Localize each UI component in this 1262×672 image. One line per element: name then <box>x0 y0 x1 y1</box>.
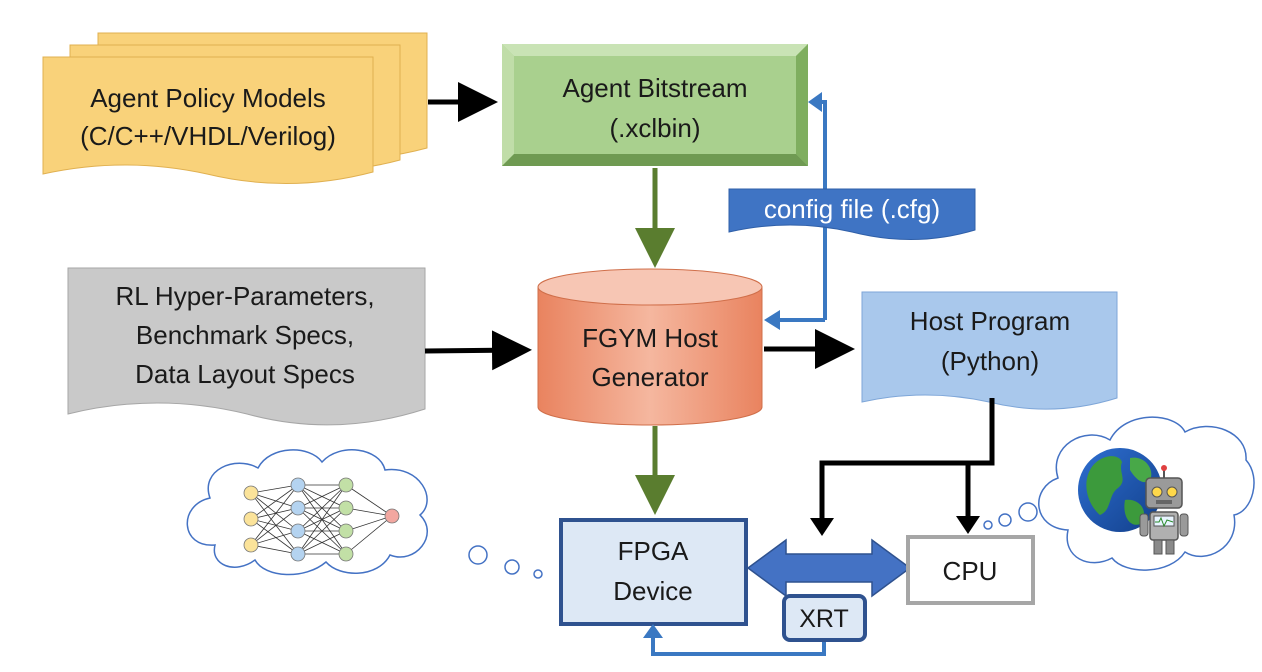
rl-specs-doc: RL Hyper-Parameters, Benchmark Specs, Da… <box>67 267 426 426</box>
xrt-label: XRT <box>799 605 849 633</box>
agent-policy-line1: Agent Policy Models <box>90 83 326 113</box>
arrow-config-head-top <box>808 92 822 112</box>
rl-specs-line3: Data Layout Specs <box>135 359 355 389</box>
host-generator-cylinder: FGYM Host Generator <box>537 268 763 426</box>
host-program-doc: Host Program (Python) <box>861 291 1118 410</box>
robot-icon <box>1139 465 1189 555</box>
arrow-head-xrt-to-fpga <box>643 624 663 638</box>
generator-line2: Generator <box>591 362 708 392</box>
arrow-head-to-xrt <box>810 518 834 536</box>
host-program-line2: (Python) <box>941 346 1039 376</box>
thought-bubble-large <box>468 545 488 565</box>
cpu-label: CPU <box>943 556 998 586</box>
agent-policy-models-doc: Agent Policy Models (C/C++/VHDL/Verilog) <box>42 32 428 184</box>
config-file-doc: config file (.cfg) <box>728 188 976 240</box>
arrow-xrt-to-fpga <box>651 636 826 656</box>
rl-specs-line1: RL Hyper-Parameters, <box>115 281 374 311</box>
thought-bubble-medium-right <box>998 513 1012 527</box>
arrow-rl-to-generator <box>424 330 532 371</box>
neural-network-edges <box>250 484 393 555</box>
neural-network-cloud <box>186 449 543 579</box>
arrow-head-to-cpu <box>956 516 980 534</box>
generator-line1: FGYM Host <box>582 323 719 353</box>
double-arrow-fpga-cpu <box>746 538 912 598</box>
arrow-host-program-routing <box>819 398 995 520</box>
earth-icon <box>1078 448 1162 532</box>
thought-bubble-small <box>533 569 543 579</box>
xrt-box: XRT <box>782 594 867 642</box>
rl-specs-line2: Benchmark Specs, <box>136 320 354 350</box>
environment-cloud <box>983 416 1255 571</box>
neural-network-nodes <box>243 477 400 562</box>
arrow-config-head-bottom <box>764 310 780 330</box>
bitstream-line2: (.xclbin) <box>609 113 700 143</box>
agent-bitstream-box: Agent Bitstream (.xclbin) <box>502 44 808 166</box>
fpga-line1: FPGA <box>618 536 689 566</box>
thought-bubble-small-right <box>983 520 993 530</box>
cpu-box: CPU <box>906 535 1035 605</box>
thought-bubble-large-right <box>1018 502 1038 522</box>
thought-bubble-medium <box>504 559 520 575</box>
host-program-line1: Host Program <box>910 306 1070 336</box>
fpga-line2: Device <box>613 576 692 606</box>
bitstream-line1: Agent Bitstream <box>563 73 748 103</box>
fpga-device-box: FPGA Device <box>559 518 748 626</box>
config-file-label: config file (.cfg) <box>764 194 940 224</box>
agent-policy-line2: (C/C++/VHDL/Verilog) <box>80 121 336 151</box>
